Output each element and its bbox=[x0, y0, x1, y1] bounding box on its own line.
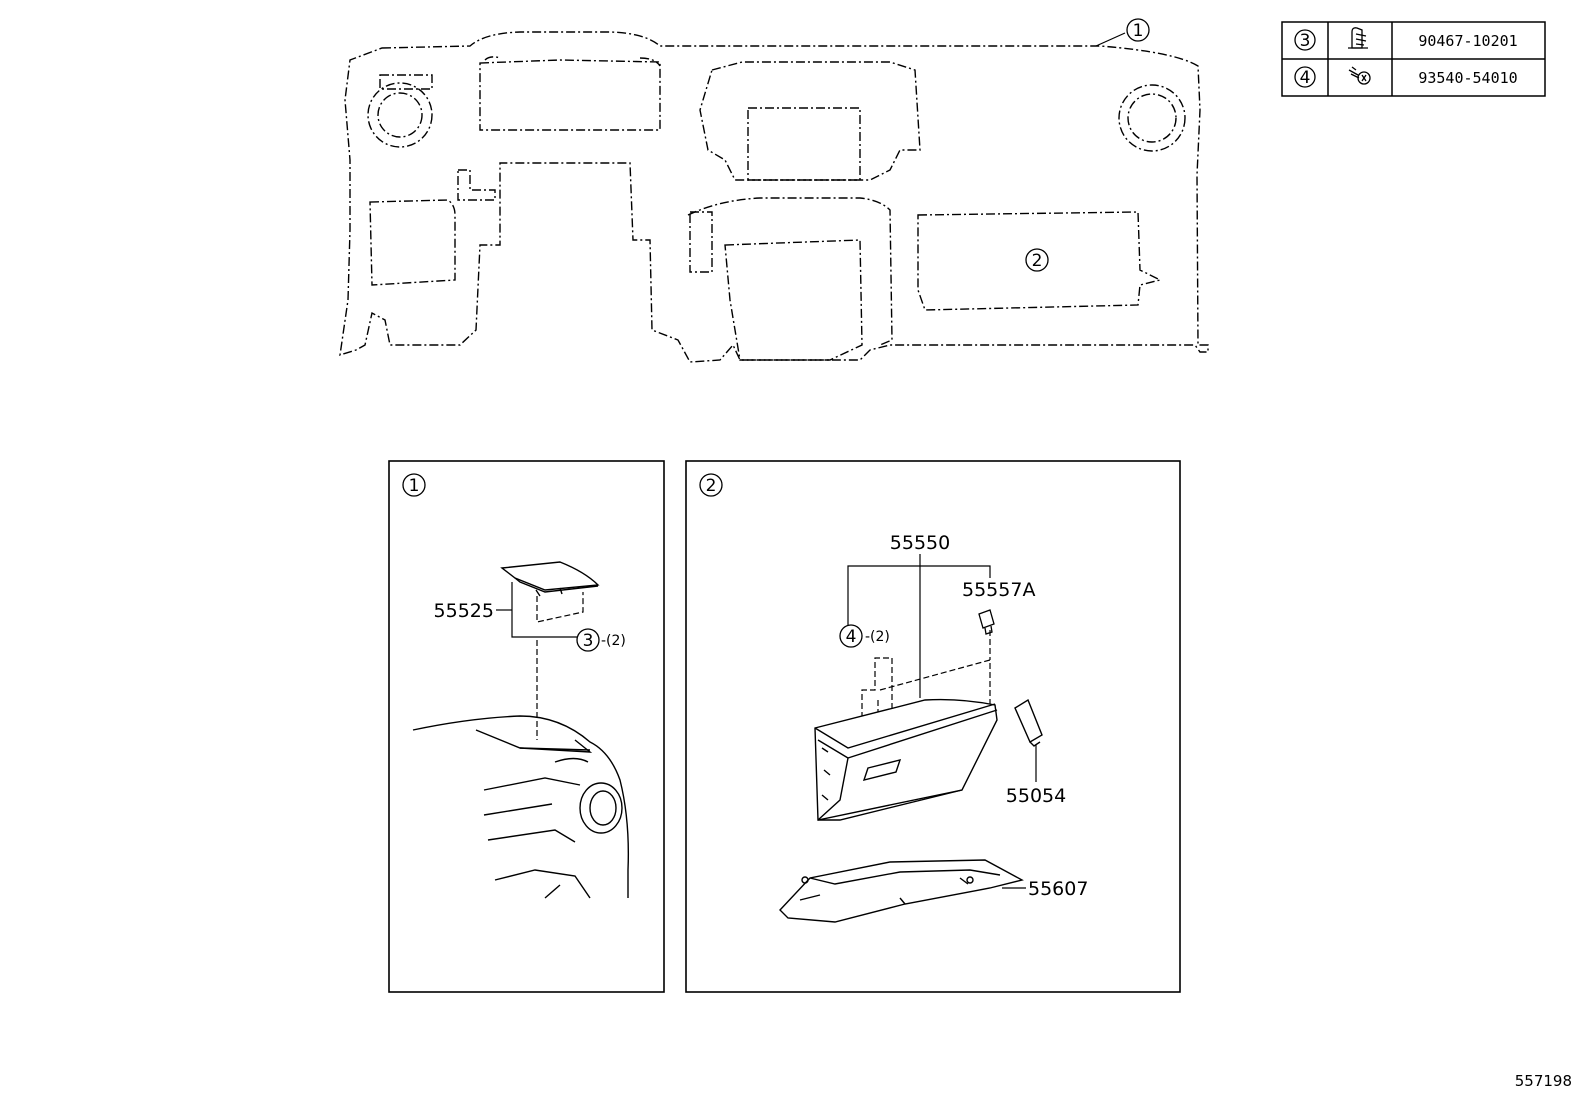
fastener-quantity: -(2) bbox=[865, 629, 890, 645]
svg-text:1: 1 bbox=[409, 476, 420, 496]
fastener-ref: 4 bbox=[1300, 68, 1311, 88]
lower-panel-illustration bbox=[779, 859, 1024, 923]
part-label-55525: 55525 bbox=[434, 600, 494, 622]
left-lower-panel bbox=[369, 199, 456, 286]
ref-circle bbox=[1294, 66, 1316, 88]
left-bracket bbox=[457, 169, 496, 201]
glove-box-region bbox=[917, 211, 1163, 311]
cluster-hood bbox=[479, 59, 661, 131]
clip-icon bbox=[1348, 27, 1368, 49]
part-number: 93540-54010 bbox=[1418, 69, 1517, 87]
callout-number: 2 bbox=[1032, 251, 1043, 271]
dashboard-outline bbox=[339, 31, 1209, 363]
detail-panel-1 bbox=[388, 460, 665, 993]
cluster-top bbox=[484, 56, 661, 67]
left-vent-ring bbox=[377, 92, 423, 138]
left-vent-tab bbox=[379, 74, 433, 90]
center-upper-panel bbox=[699, 61, 921, 181]
part-label-55557A: 55557A bbox=[962, 579, 1035, 601]
cover-part-illustration bbox=[500, 561, 600, 597]
detail-panel-2 bbox=[685, 460, 1181, 993]
illustration-id: 557198 bbox=[1515, 1072, 1572, 1090]
fastener-row: 3 90467-10201 bbox=[1294, 27, 1518, 51]
fastener-callout-3: 3 -(2) bbox=[576, 628, 626, 652]
lock-cylinder-illustration bbox=[1014, 698, 1043, 747]
svg-text:2: 2 bbox=[706, 476, 717, 496]
center-console bbox=[724, 239, 863, 361]
fastener-table bbox=[1281, 21, 1546, 97]
dashboard-corner-illustration bbox=[412, 715, 630, 899]
screw-icon bbox=[1348, 66, 1371, 85]
damper-clip-illustration bbox=[978, 609, 995, 635]
svg-text:4: 4 bbox=[846, 627, 857, 647]
right-vent bbox=[1118, 84, 1186, 152]
callout-lines bbox=[847, 554, 991, 698]
overview-callout-1: 1 bbox=[1095, 18, 1150, 47]
center-lower-panel bbox=[687, 197, 893, 346]
callout-number: 1 bbox=[1133, 21, 1144, 41]
dashboard-overview bbox=[339, 31, 1209, 363]
svg-text:3: 3 bbox=[583, 631, 594, 651]
fastener-callout-4: 4 -(2) bbox=[839, 624, 890, 648]
glove-box-illustration bbox=[814, 698, 998, 821]
ref-circle bbox=[1294, 29, 1316, 51]
fastener-quantity: -(2) bbox=[601, 633, 626, 649]
detail-2-tag: 2 bbox=[699, 473, 723, 497]
part-label-55550: 55550 bbox=[890, 532, 950, 554]
fastener-row: 4 93540-54010 bbox=[1294, 66, 1518, 88]
detail-1-tag: 1 bbox=[402, 473, 426, 497]
part-label-55054: 55054 bbox=[1006, 785, 1066, 807]
right-vent-ring bbox=[1127, 93, 1177, 143]
callout-lines bbox=[496, 582, 577, 638]
part-number: 90467-10201 bbox=[1418, 32, 1517, 50]
dashed-leaders bbox=[536, 592, 584, 740]
overview-callout-2: 2 bbox=[1025, 248, 1049, 272]
fastener-ref: 3 bbox=[1300, 31, 1311, 51]
side-trim bbox=[689, 211, 713, 273]
part-label-55607: 55607 bbox=[1028, 878, 1088, 900]
left-vent bbox=[367, 82, 433, 148]
center-display bbox=[747, 107, 861, 181]
